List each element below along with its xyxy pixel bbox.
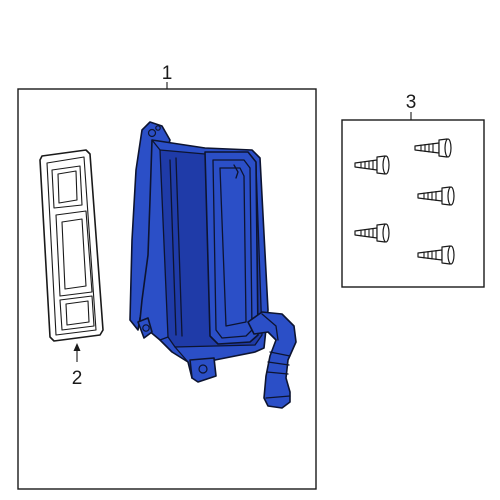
oil-cooler-illustration	[129, 121, 297, 409]
bolt-set	[354, 138, 455, 265]
callout-3-label: 3	[406, 92, 417, 113]
bolt	[354, 223, 390, 243]
bolt	[414, 138, 452, 158]
callout-1-label: 1	[162, 63, 173, 84]
bolt-kit-box	[341, 119, 485, 288]
bolt	[417, 186, 455, 206]
callout-2-label: 2	[72, 368, 83, 389]
bolt	[354, 155, 390, 175]
callout-2-arrowhead	[73, 343, 81, 351]
gasket-illustration	[39, 149, 104, 342]
bolt	[417, 245, 455, 265]
